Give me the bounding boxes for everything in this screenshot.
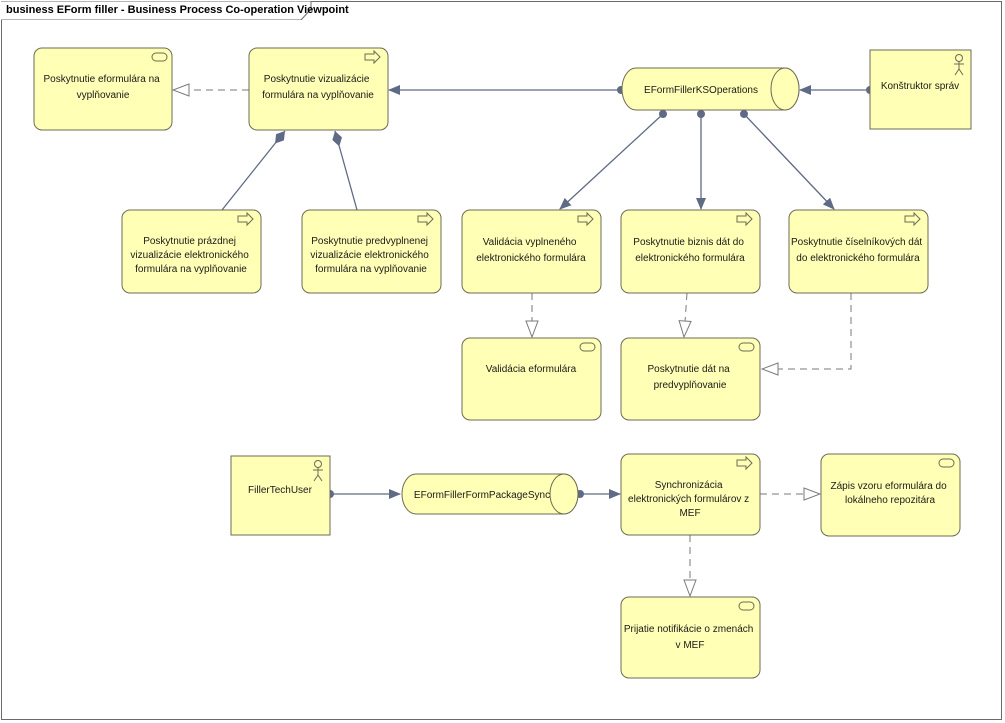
node-validacia-vyplneneho[interactable]: Validácia vyplneného elektronického form… (461, 209, 602, 294)
node-konstruktor-sprav[interactable]: Konštruktor správ (869, 49, 972, 130)
node-label: Prijatie notifikácie o zmenách (624, 624, 754, 635)
node-label: formulára na vyplňovanie (262, 90, 374, 101)
svg-text:Konštruktor správ: Konštruktor správ (881, 81, 959, 92)
svg-text:Poskytnutie biznis dát do: Poskytnutie biznis dát do elektronického… (633, 237, 746, 264)
svg-text:Poskytnutie číselníkových dát: Poskytnutie číselníkových dát do elektro… (791, 237, 925, 264)
edges (173, 90, 874, 596)
node-synchronizacia[interactable]: Synchronizácia elektronických formulárov… (620, 453, 761, 536)
node-label: Synchronizácia (655, 480, 723, 491)
node-poskytnutie-dat-predvyplnovanie[interactable]: Poskytnutie dát na predvyplňovanie (620, 337, 761, 421)
node-label: EFormFillerKSOperations (644, 85, 758, 96)
node-label: Poskytnutie číselníkových dát (791, 237, 922, 248)
service-icon (151, 52, 168, 62)
node-label: FillerTechUser (248, 485, 313, 496)
node-prijatie-notifikacie[interactable]: Prijatie notifikácie o zmenách v MEF (620, 596, 761, 679)
node-eformfiller-ks-operations[interactable]: EFormFillerKSOperations (621, 67, 800, 111)
node-poskytnutie-prazdnej[interactable]: Poskytnutie prázdnej vizualizácie elektr… (121, 209, 262, 294)
diagram-title: business EForm filler - Business Process… (6, 4, 349, 16)
node-label: lokálneho repozitára (845, 495, 935, 506)
process-arrow-icon (417, 211, 434, 227)
node-label: v MEF (676, 640, 705, 651)
svg-text:Zápis vzoru eformulára do: Zápis vzoru eformulára do lokálneho repo… (831, 481, 950, 506)
svg-text:Poskytnutie predvyplnenej: Poskytnutie predvyplnenej vizualizácie e… (310, 236, 431, 275)
process-arrow-icon (736, 455, 753, 471)
edge-biznis-to-predvyplnovanie (684, 292, 687, 337)
node-label: elektronického formulára (476, 253, 586, 264)
svg-text:Poskytnutie vizualizácie: Poskytnutie vizualizácie formulára na vy… (262, 74, 374, 101)
node-label: elektronického formulára (635, 253, 745, 264)
node-label: vizualizácie elektronického (310, 250, 429, 261)
node-label: vyplňovanie (77, 90, 130, 101)
node-poskytnutie-ciselnikovych[interactable]: Poskytnutie číselníkových dát do elektro… (788, 209, 929, 294)
node-label: Validácia eformulára (486, 364, 577, 375)
node-label: Konštruktor správ (881, 81, 959, 92)
node-label: MEF (679, 508, 700, 519)
node-label: Validácia vyplneného (483, 237, 577, 248)
svg-text:EFormFillerKSOperations: EFormFillerKSOperations (644, 85, 758, 96)
process-arrow-icon (904, 211, 921, 227)
node-label: Poskytnutie prázdnej (143, 236, 236, 247)
edge-predvyplnenej-to-vizualizacie (332, 130, 358, 211)
edge-prazdnej-to-vizualizacie (221, 130, 286, 211)
process-arrow-icon (237, 211, 254, 227)
node-label: do elektronického formulára (796, 253, 920, 264)
process-arrow-icon (364, 49, 381, 65)
svg-text:EFormFillerFormPackageSync: EFormFillerFormPackageSync (414, 490, 550, 501)
node-filler-tech-user[interactable]: FillerTechUser (230, 455, 331, 536)
service-icon (738, 342, 755, 352)
node-label: Zápis vzoru eformulára do (831, 481, 948, 492)
service-icon (738, 601, 755, 611)
node-label: formulára na vyplňovanie (135, 264, 247, 275)
edge-ciselnikovych-to-predvyplnovanie (762, 293, 852, 369)
node-label: Poskytnutie eformulára na (44, 74, 161, 85)
title-tab (1, 1, 312, 20)
node-label: Poskytnutie predvyplnenej (311, 236, 428, 247)
svg-text:Validácia eformulára: Validácia eformulára (486, 364, 577, 375)
process-arrow-icon (577, 211, 594, 227)
edge-ks-operations-to-validacia (559, 110, 667, 210)
node-label: elektronických formulárov z (628, 494, 749, 505)
process-arrow-icon (736, 211, 753, 227)
svg-text:Validácia vyplneného ele: Validácia vyplneného elektronického form… (476, 237, 586, 264)
svg-text:Poskytnutie dát na predv: Poskytnutie dát na predvyplňovanie (647, 364, 732, 391)
node-poskytnutie-biznis-dat[interactable]: Poskytnutie biznis dát do elektronického… (620, 209, 761, 294)
node-eformfiller-form-package-sync[interactable]: EFormFillerFormPackageSync (401, 473, 579, 515)
node-label: Poskytnutie dát na (647, 364, 730, 375)
actor-icon (954, 54, 964, 76)
edge-ks-operations-to-ciselnikovych (740, 110, 835, 210)
node-poskytnutie-predvyplnenej[interactable]: Poskytnutie predvyplnenej vizualizácie e… (301, 209, 442, 294)
service-icon (938, 458, 955, 468)
svg-text:Prijatie notifikácie o zmenách: Prijatie notifikácie o zmenách v MEF (624, 624, 756, 651)
svg-text:FillerTechUser: FillerTechUser (248, 485, 313, 496)
node-label: vizualizácie elektronického (130, 250, 249, 261)
node-zapis-vzoru[interactable]: Zápis vzoru eformulára do lokálneho repo… (820, 453, 961, 537)
svg-text:Poskytnutie eformulára na: Poskytnutie eformulára na vyplňovanie (44, 74, 163, 101)
service-icon (579, 342, 596, 352)
node-label: formulára na vyplňovanie (315, 264, 427, 275)
node-label: Poskytnutie biznis dát do (633, 237, 744, 248)
svg-text:Poskytnutie prázdnej viz: Poskytnutie prázdnej vizualizácie elektr… (130, 236, 251, 275)
node-label: EFormFillerFormPackageSync (414, 490, 550, 501)
node-validacia-eformulara[interactable]: Validácia eformulára (461, 337, 602, 421)
node-label: Poskytnutie vizualizácie (264, 74, 370, 85)
node-label: predvyplňovanie (654, 380, 727, 391)
node-poskytnutie-vizualizacie[interactable]: Poskytnutie vizualizácie formulára na vy… (248, 47, 389, 131)
actor-icon (313, 460, 323, 482)
node-poskytnutie-eformulara[interactable]: Poskytnutie eformulára na vyplňovanie (33, 47, 173, 131)
svg-text:Synchronizácia elektroni: Synchronizácia elektronických formulárov… (628, 480, 752, 519)
